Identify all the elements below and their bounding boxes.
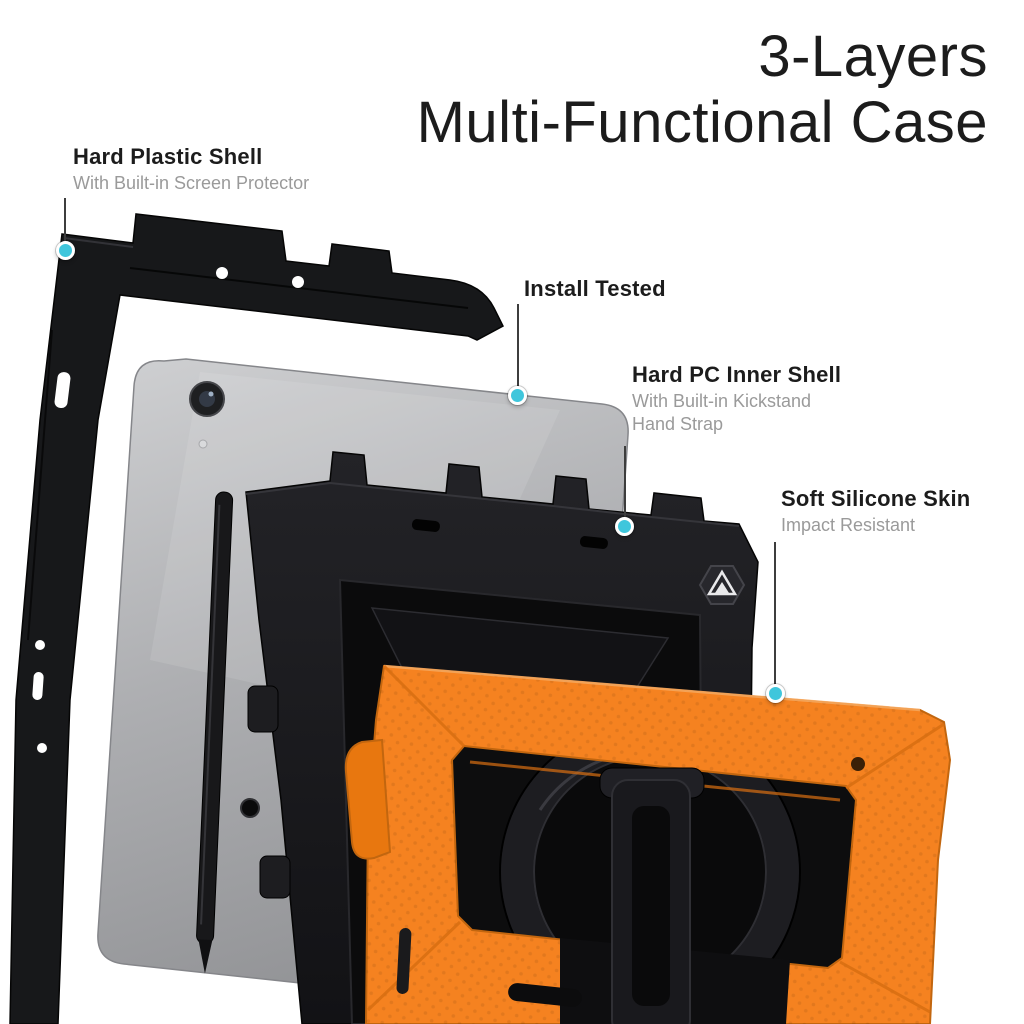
callout-hard-pc-inner-shell: Hard PC Inner Shell With Built-in Kickst… — [632, 362, 841, 435]
tablet-flash — [198, 439, 208, 449]
callout-dot-hard-pc-inner-shell — [615, 517, 634, 536]
shell-slot — [411, 519, 440, 532]
page-title: 3-Layers Multi-Functional Case — [417, 24, 988, 155]
callout-heading: Install Tested — [524, 276, 666, 301]
frame-hole — [35, 640, 45, 650]
frame-screw-hole — [216, 267, 228, 279]
frame-slot — [54, 372, 71, 409]
silicone-slot — [396, 928, 412, 994]
hard-plastic-shell-frame — [9, 213, 504, 1024]
callout-hard-plastic-shell: Hard Plastic Shell With Built-in Screen … — [73, 144, 309, 195]
callout-heading: Soft Silicone Skin — [781, 486, 971, 511]
pen-holder — [344, 738, 392, 860]
shell-side-button — [247, 685, 279, 733]
kickstand-stand — [560, 767, 790, 1024]
callout-subtext: With Built-in Screen Protector — [73, 173, 310, 194]
callout-line-hard-pc-inner-shell — [624, 446, 626, 518]
callout-install-tested: Install Tested — [524, 276, 666, 302]
callout-line-install-tested — [517, 304, 519, 388]
frame-hole — [37, 743, 47, 753]
frame-screw-hole — [292, 276, 304, 288]
soft-silicone-skin — [344, 664, 952, 1024]
callout-heading: Hard Plastic Shell — [73, 144, 263, 169]
shell-side-button — [259, 855, 291, 899]
callout-heading: Hard PC Inner Shell — [632, 362, 842, 387]
shell-slot — [579, 536, 608, 549]
callout-dot-install-tested — [508, 386, 527, 405]
callout-dot-soft-silicone-skin — [766, 684, 785, 703]
silicone-strap-hole — [851, 757, 865, 771]
callout-line-soft-silicone-skin — [774, 542, 776, 686]
callout-dot-hard-plastic-shell — [56, 241, 75, 260]
strap-slot — [508, 983, 582, 1007]
callout-line-hard-plastic-shell — [64, 198, 66, 244]
callout-soft-silicone-skin: Soft Silicone Skin Impact Resistant — [781, 486, 970, 537]
stylus-pen — [196, 491, 234, 974]
callout-subtext: With Built-in Kickstand — [632, 391, 812, 412]
callout-subtext: Impact Resistant — [781, 515, 916, 536]
strap-rivet — [240, 798, 260, 818]
title-line-2: Multi-Functional Case — [416, 89, 988, 155]
frame-slot — [32, 672, 44, 700]
title-line-1: 3-Layers — [758, 24, 988, 89]
callout-subtext: Hand Strap — [632, 413, 724, 434]
